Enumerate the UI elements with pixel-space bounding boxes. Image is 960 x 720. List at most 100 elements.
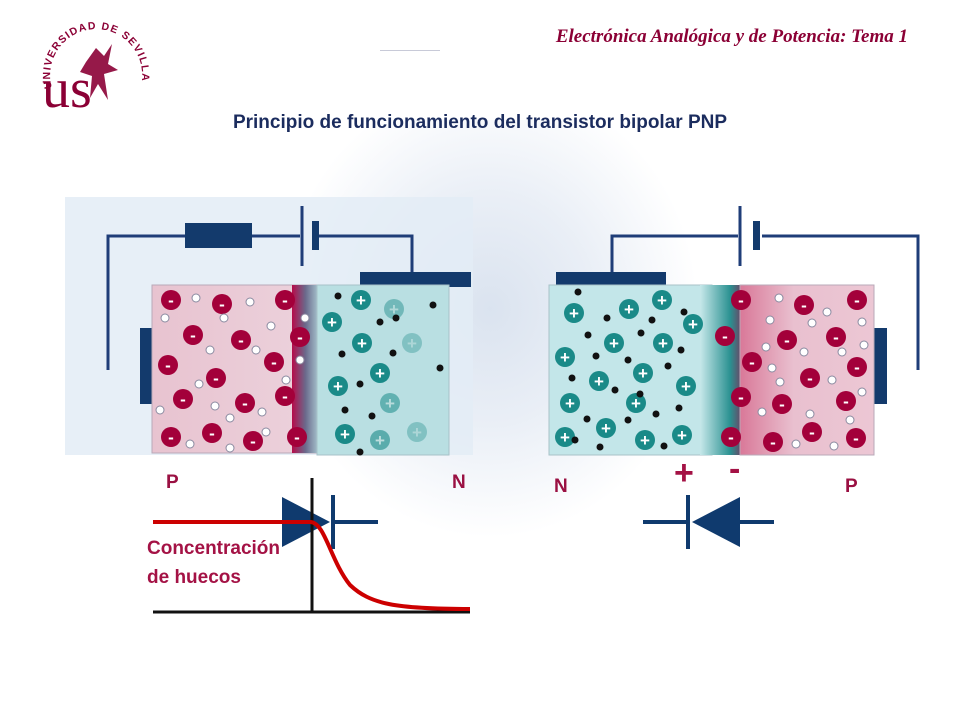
acceptor-ion (846, 428, 866, 448)
donor-ion-sign: + (657, 291, 667, 310)
acceptor-ion (802, 422, 822, 442)
acceptor-ion (264, 352, 284, 372)
acceptor-ion-sign: - (297, 328, 303, 347)
acceptor-ion-sign: - (784, 331, 790, 350)
donor-ion-sign: + (677, 426, 687, 445)
left-holes (155, 293, 310, 453)
hole (775, 377, 785, 387)
acceptor-ion-sign: - (165, 356, 171, 375)
donor-ion (352, 333, 372, 353)
donor-ion (351, 290, 371, 310)
hole (245, 297, 255, 307)
hole (845, 415, 855, 425)
donor-ion (384, 299, 404, 319)
electron (611, 386, 619, 394)
left-label-n: N (452, 472, 466, 493)
donor-ion-sign: + (658, 334, 668, 353)
acceptor-ion-sign: - (168, 291, 174, 310)
right-electrons (568, 288, 688, 451)
donor-ion (589, 371, 609, 391)
right-n-contact (556, 272, 666, 287)
right-holes (757, 293, 869, 451)
donor-ion-sign: + (375, 431, 385, 450)
electron (603, 314, 611, 322)
acceptor-ion-sign: - (180, 390, 186, 409)
hole (281, 375, 291, 385)
electron (368, 412, 376, 420)
concentration-label-line2: de huecos (147, 567, 241, 588)
acceptor-ion (202, 423, 222, 443)
right-donor-ions: ++++++++++++++++ (555, 290, 703, 450)
acceptor-ion-sign: - (749, 353, 755, 372)
hole (757, 407, 767, 417)
electron (341, 406, 349, 414)
acceptor-ion-sign: - (282, 387, 288, 406)
electron (637, 329, 645, 337)
resistor (185, 223, 252, 248)
electron (680, 308, 688, 316)
hole (822, 307, 832, 317)
hole (761, 342, 771, 352)
acceptor-ion-sign: - (294, 428, 300, 447)
donor-ion (322, 312, 342, 332)
acceptor-ion (794, 295, 814, 315)
hole (210, 401, 220, 411)
left-p-contact (140, 328, 153, 404)
acceptor-ion-sign: - (728, 428, 734, 447)
hole (251, 345, 261, 355)
electron (356, 448, 364, 456)
university-logo: UNIVERSIDAD DE SEVILLA us (41, 20, 150, 120)
acceptor-ion-sign: - (738, 388, 744, 407)
slide-title: Principio de funcionamiento del transist… (232, 112, 728, 133)
donor-ion (564, 303, 584, 323)
left-acceptor-ions: ---------------- (158, 290, 310, 451)
course-title: Electrónica Analógica y de Potencia: Tem… (555, 26, 908, 47)
donor-ion-sign: + (560, 428, 570, 447)
hole (805, 409, 815, 419)
donor-ion (672, 425, 692, 445)
acceptor-ion-sign: - (250, 432, 256, 451)
donor-ion-sign: + (412, 423, 422, 442)
hole (261, 427, 271, 437)
hole (774, 293, 784, 303)
acceptor-ion-sign: - (807, 369, 813, 388)
donor-ion (560, 393, 580, 413)
donor-ion (335, 424, 355, 444)
electron (648, 316, 656, 324)
donor-ion-sign: + (688, 315, 698, 334)
electron (675, 404, 683, 412)
hole (225, 413, 235, 423)
donor-ion (676, 376, 696, 396)
acceptor-ion-sign: - (219, 295, 225, 314)
hole (257, 407, 267, 417)
hole (185, 439, 195, 449)
acceptor-ion (836, 391, 856, 411)
acceptor-ion (731, 290, 751, 310)
electron (338, 350, 346, 358)
hole (191, 293, 201, 303)
acceptor-ion (290, 327, 310, 347)
acceptor-ion-sign: - (809, 423, 815, 442)
right-p-contact (873, 328, 887, 404)
donor-ion-sign: + (333, 377, 343, 396)
donor-ion (683, 314, 703, 334)
left-donor-ions: +++++++++++ (322, 290, 427, 450)
electron (389, 349, 397, 357)
right-acceptor-ions: ---------------- (715, 290, 867, 452)
right-label-p: P (845, 476, 858, 497)
donor-ion-sign: + (631, 394, 641, 413)
acceptor-ion (243, 431, 263, 451)
battery-short-plate (312, 221, 319, 250)
acceptor-ion-sign: - (843, 392, 849, 411)
acceptor-ion-sign: - (238, 331, 244, 350)
acceptor-ion-sign: - (779, 395, 785, 414)
donor-ion (555, 427, 575, 447)
acceptor-ion (231, 330, 251, 350)
donor-ion-sign: + (340, 425, 350, 444)
electron (429, 301, 437, 309)
electron (624, 416, 632, 424)
acceptor-ion-sign: - (209, 424, 215, 443)
hole (205, 345, 215, 355)
donor-ion-sign: + (389, 300, 399, 319)
